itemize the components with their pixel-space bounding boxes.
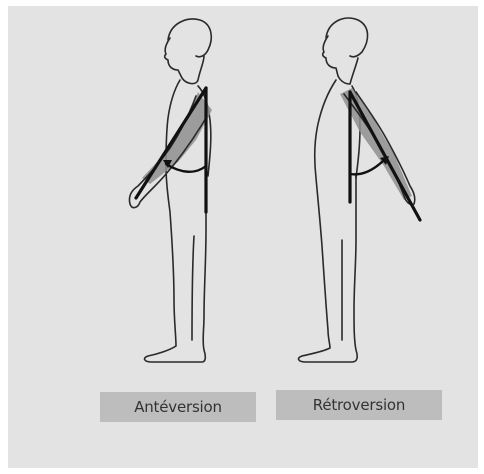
figure-left-leg-line bbox=[192, 236, 194, 340]
label-anteversion: Antéversion bbox=[100, 392, 256, 422]
figure-right-body-front bbox=[299, 80, 358, 362]
angle-retroversion bbox=[350, 92, 420, 220]
figure-retroversion bbox=[299, 18, 415, 362]
figure-right-hair bbox=[326, 18, 368, 57]
angle-right-arm-line bbox=[350, 92, 420, 220]
label-retroversion: Rétroversion bbox=[276, 390, 442, 420]
figure-left-hair bbox=[168, 19, 211, 57]
angle-right-arc bbox=[350, 160, 384, 174]
